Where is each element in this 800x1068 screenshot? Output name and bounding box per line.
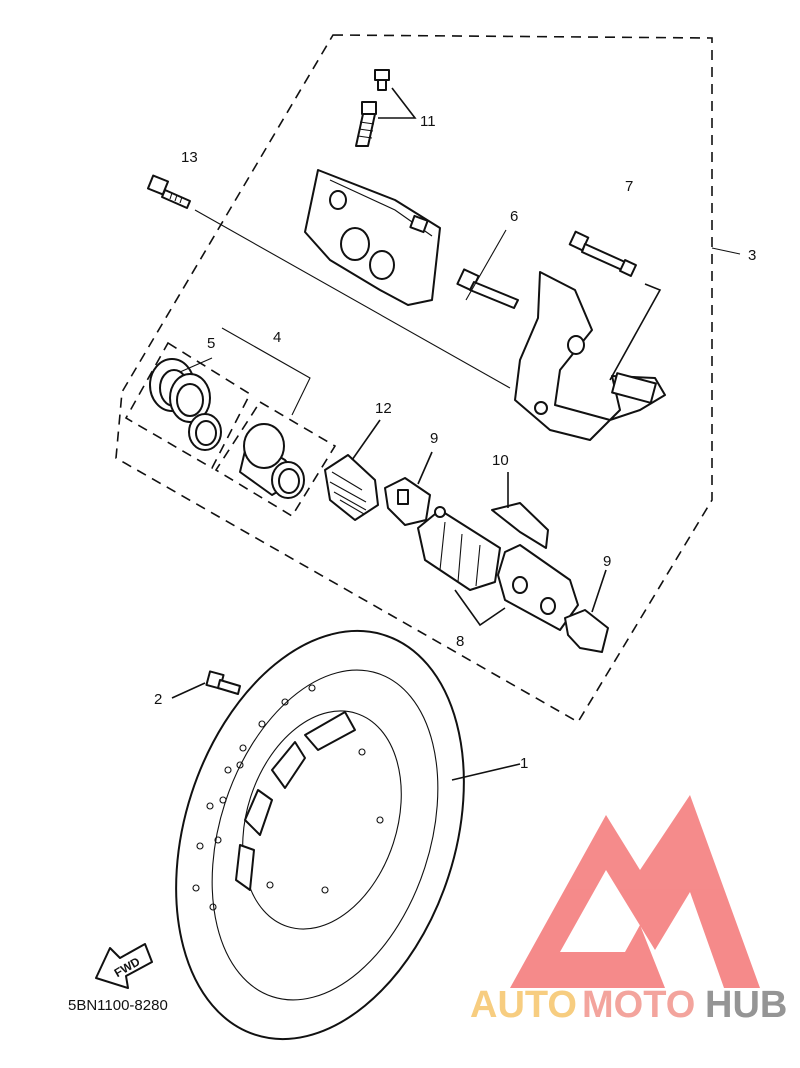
caliper-assembly-boundary (115, 34, 713, 724)
piston-4 (239, 423, 305, 499)
seal-kit-5 (149, 358, 222, 451)
piston-boundary (214, 400, 337, 518)
pad-spring-9-lower (564, 569, 609, 653)
pin-7 (568, 230, 662, 381)
logo-mark-icon (510, 795, 760, 988)
logo-word-moto: MOTO (582, 984, 695, 1026)
callout-3: 3 (748, 247, 756, 264)
callout-4: 4 (273, 329, 281, 346)
bolt-13 (146, 174, 191, 209)
callout-8: 8 (456, 633, 464, 650)
brake-pad-8-right (454, 544, 579, 631)
seal-kit-boundary (124, 341, 252, 470)
fwd-arrow-icon: FWD (95, 943, 153, 989)
caliper-bracket (514, 271, 666, 441)
callout-13: 13 (181, 149, 198, 166)
callout-10: 10 (492, 452, 509, 469)
callout-5: 5 (207, 335, 215, 352)
callout-9-lower: 9 (603, 553, 611, 570)
bleed-screw-11 (355, 69, 417, 147)
logo-word-auto: AUTO (470, 984, 577, 1026)
logo-word-hub: HUB (705, 984, 787, 1026)
part-code: 5BN1100-8280 (68, 997, 168, 1014)
disc-holes (192, 684, 384, 911)
pad-spring-9-upper (384, 451, 433, 526)
callout-9-upper: 9 (430, 430, 438, 447)
pad-retainer-10 (491, 472, 549, 549)
pin-6 (456, 268, 519, 309)
callout-12: 12 (375, 400, 392, 417)
caliper-body (304, 169, 441, 306)
callout-6: 6 (510, 208, 518, 225)
shim-12 (324, 419, 381, 521)
brake-disc-1 (175, 629, 521, 1041)
callout-7: 7 (625, 178, 633, 195)
brake-pad-8-left (417, 506, 501, 591)
callout-2: 2 (154, 691, 162, 708)
callout-1: 1 (520, 755, 528, 772)
callout-11: 11 (420, 113, 436, 130)
watermark-logo: AUTO MOTO HUB (470, 795, 787, 1026)
assembly-axis (194, 209, 511, 389)
